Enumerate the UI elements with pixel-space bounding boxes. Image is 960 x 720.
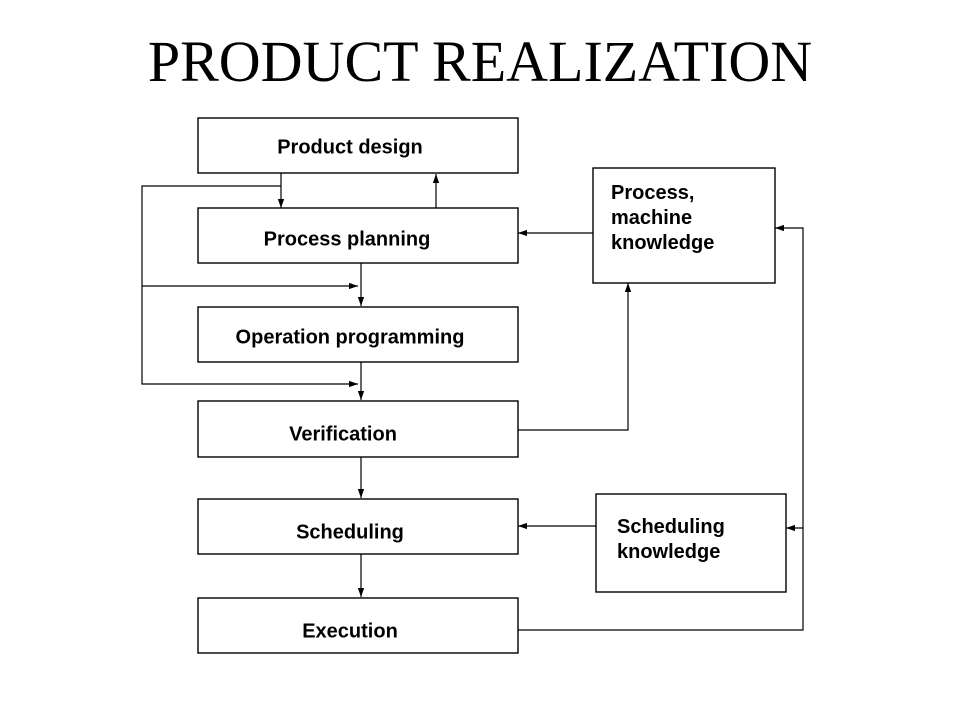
edge-execution-feedback <box>518 224 804 631</box>
node-label-execution: Execution <box>302 620 398 642</box>
node-scheduling: Scheduling <box>197 498 519 555</box>
node-product-design: Product design <box>197 117 519 174</box>
node-label-scheduling-knowledge-line-2: knowledge <box>617 541 720 563</box>
edge-verification-to-knowledge <box>518 283 632 431</box>
page-title: PRODUCT REALIZATION <box>147 29 813 94</box>
node-process-planning: Process planning <box>197 207 519 264</box>
node-label-scheduling-knowledge-line-1: Scheduling <box>617 516 725 538</box>
node-label-process-machine-knowledge-line-1: Process, <box>611 182 694 204</box>
node-verification: Verification <box>197 400 519 458</box>
node-scheduling-knowledge: Scheduling knowledge <box>595 493 787 593</box>
node-label-operation-programming: Operation programming <box>236 326 465 348</box>
node-operation-programming: Operation programming <box>197 306 519 363</box>
node-execution: Execution <box>197 597 519 654</box>
node-label-process-machine-knowledge-line-2: machine <box>611 207 692 229</box>
node-label-product-design: Product design <box>277 136 423 158</box>
node-label-process-planning: Process planning <box>264 228 431 250</box>
edges <box>141 173 804 631</box>
node-process-machine-knowledge: Process, machine knowledge <box>592 167 776 284</box>
node-label-scheduling: Scheduling <box>296 521 404 543</box>
node-label-process-machine-knowledge-line-3: knowledge <box>611 232 714 254</box>
node-label-verification: Verification <box>289 423 397 445</box>
edge-design-bypass-loop <box>141 185 358 388</box>
